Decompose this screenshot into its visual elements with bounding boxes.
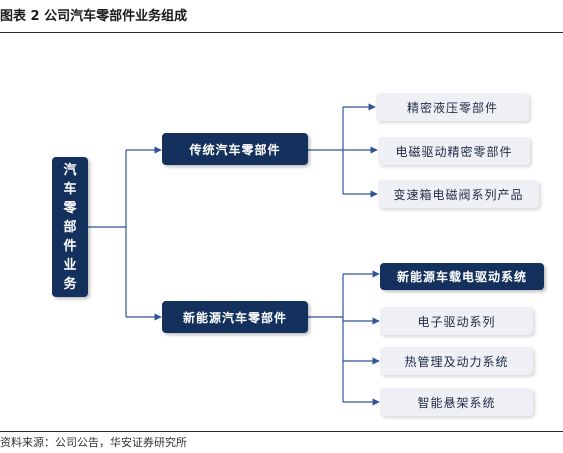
root-char: 部 <box>63 219 77 235</box>
source-note: 资料来源：公司公告，华安证券研究所 <box>0 436 187 449</box>
branch-traditional-label: 传统汽车零部件 <box>189 142 281 157</box>
root-char: 业 <box>63 257 77 273</box>
root-node: 汽车零部件业务 <box>52 157 88 297</box>
leaf-label: 智能悬架系统 <box>417 395 496 410</box>
leaf-gearbox-solenoid: 变速箱电磁阀系列产品 <box>378 180 539 208</box>
branch-traditional: 传统汽车零部件 <box>162 133 308 165</box>
bottom-rule <box>0 431 563 432</box>
leaf-thermal-management: 热管理及动力系统 <box>380 347 533 375</box>
leaf-precision-hydraulic: 精密液压零部件 <box>376 93 529 121</box>
branch-new-energy: 新能源汽车零部件 <box>162 301 308 333</box>
leaf-electronic-drive: 电子驱动系列 <box>380 307 533 335</box>
root-char: 零 <box>63 200 77 216</box>
root-char: 务 <box>63 276 77 292</box>
branch-new-energy-label: 新能源汽车零部件 <box>182 310 287 325</box>
leaf-label: 新能源车载电驱动系统 <box>396 270 527 284</box>
leaf-smart-suspension: 智能悬架系统 <box>380 388 533 416</box>
leaf-label: 电子驱动系列 <box>417 314 496 329</box>
root-char: 车 <box>63 181 77 197</box>
leaf-ev-electric-drive: 新能源车载电驱动系统 <box>380 263 544 290</box>
top-rule <box>0 32 563 33</box>
root-char: 件 <box>63 238 77 254</box>
leaf-label: 精密液压零部件 <box>406 100 498 115</box>
leaf-label: 电磁驱动精密零部件 <box>395 144 513 159</box>
leaf-label: 变速箱电磁阀系列产品 <box>393 187 524 202</box>
leaf-label: 热管理及动力系统 <box>404 354 509 369</box>
leaf-electromagnetic-drive: 电磁驱动精密零部件 <box>378 137 530 165</box>
root-char: 汽 <box>63 162 77 178</box>
figure-title: 图表 2 公司汽车零部件业务组成 <box>0 9 188 24</box>
